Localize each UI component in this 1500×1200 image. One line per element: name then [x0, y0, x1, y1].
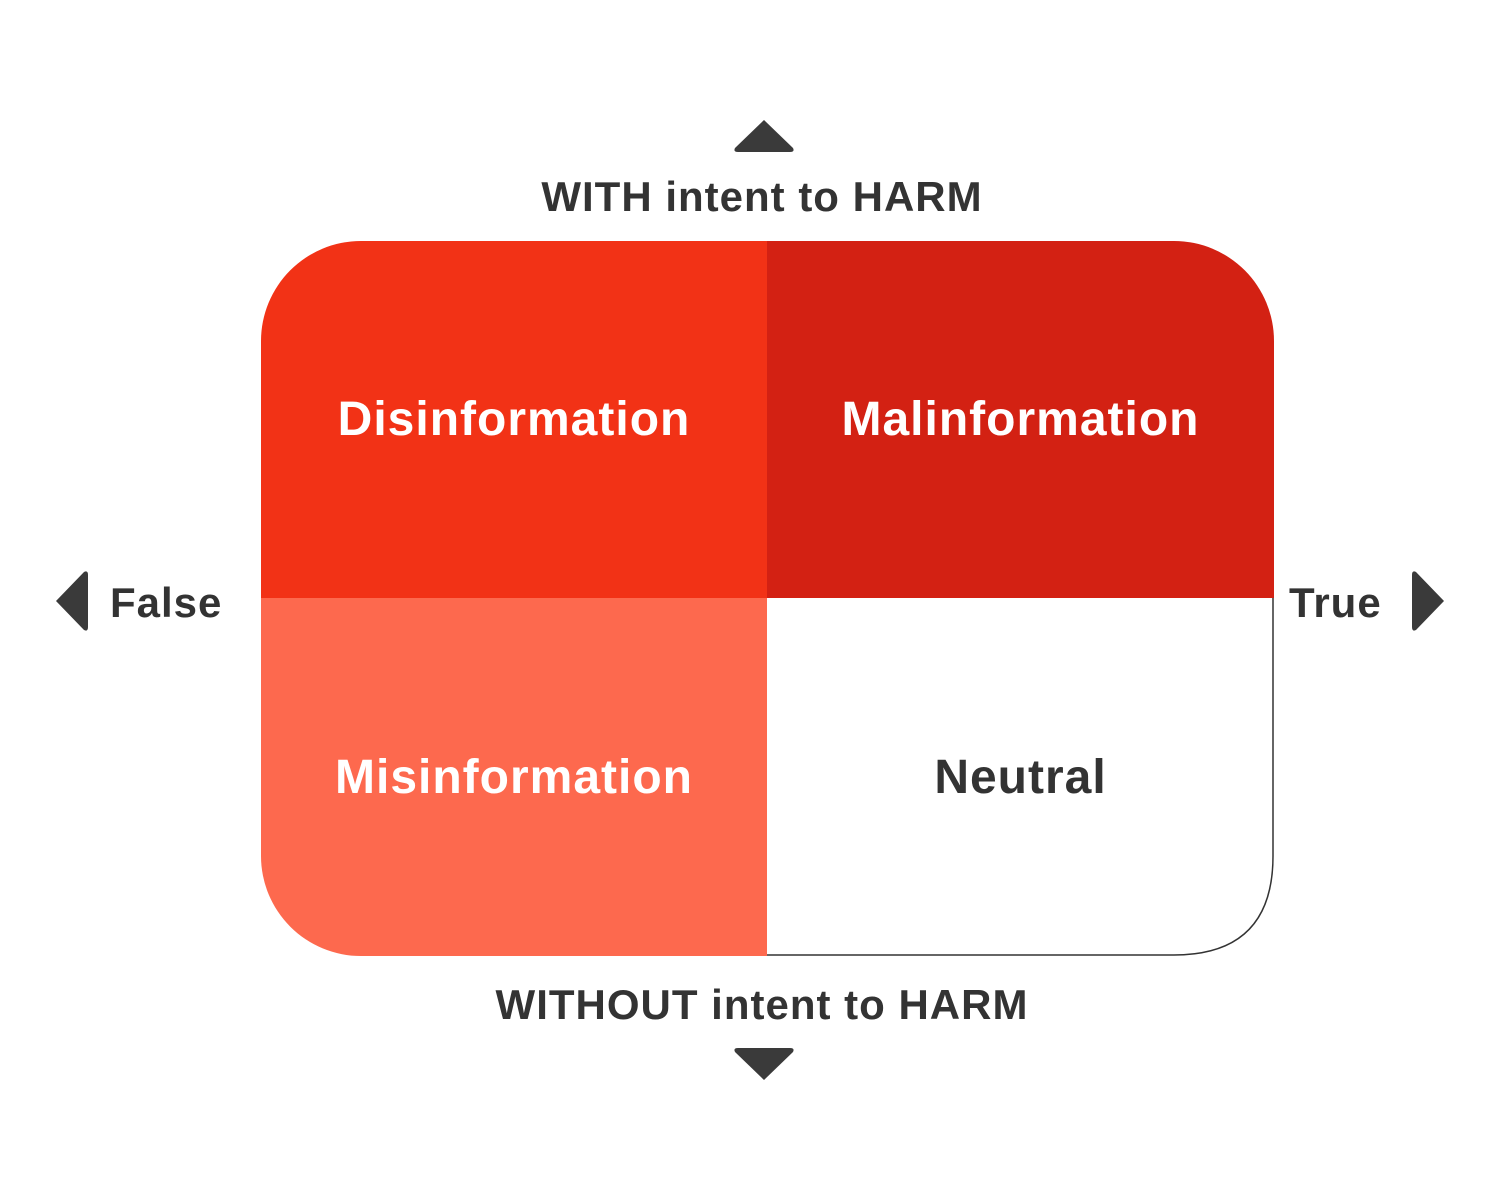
quadrant-label-misinformation: Misinformation	[335, 750, 693, 804]
quadrant-neutral: Neutral	[767, 598, 1274, 956]
quadrant-malinformation: Malinformation	[767, 241, 1274, 598]
axis-label-top: WITH intent to HARM	[541, 173, 983, 220]
quadrant-disinformation: Disinformation	[261, 241, 767, 598]
quadrant-label-disinformation: Disinformation	[337, 393, 691, 446]
right-arrow-icon	[1412, 571, 1444, 631]
up-arrow-icon	[734, 120, 794, 152]
axis-label-bottom: WITHOUT intent to HARM	[495, 981, 1029, 1028]
quadrant-matrix: Disinformation Malinformation Misinforma…	[261, 241, 1274, 956]
axis-label-right: True	[1289, 579, 1382, 626]
axis-label-left: False	[110, 579, 223, 626]
left-arrow-icon	[56, 571, 88, 631]
quadrant-misinformation: Misinformation	[261, 598, 767, 956]
quadrant-label-neutral: Neutral	[934, 750, 1107, 804]
quadrant-label-malinformation: Malinformation	[841, 393, 1200, 446]
down-arrow-icon	[734, 1048, 794, 1080]
